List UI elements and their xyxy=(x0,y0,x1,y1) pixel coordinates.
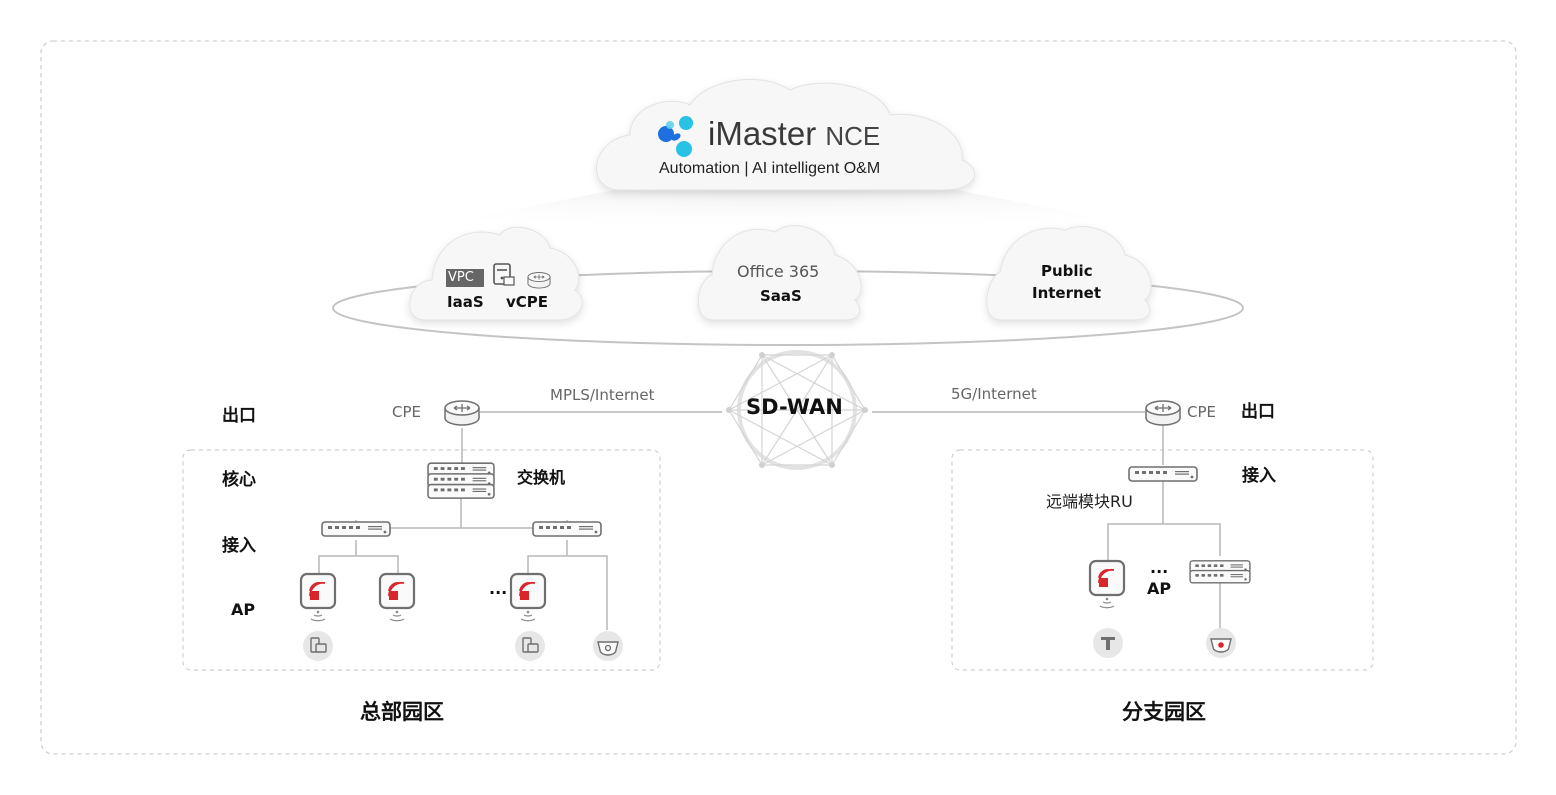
internet-line2: Internet xyxy=(1032,284,1102,302)
hq-ap-2-icon xyxy=(378,572,416,622)
hq-core-switch-icon xyxy=(427,462,495,499)
sdwan-mesh-icon xyxy=(726,350,868,470)
vpc-tag-bg xyxy=(446,269,484,287)
brand-i: i xyxy=(708,115,716,152)
imaster-brand-title: iMaster NCE xyxy=(708,117,880,150)
hq-access-label: 接入 xyxy=(222,536,256,556)
iaas-label: IaaS xyxy=(447,293,484,311)
hq-access-switch-left-icon xyxy=(321,521,391,537)
hq-tablet-1-icon xyxy=(302,630,334,662)
branch-camera-icon xyxy=(1205,627,1237,659)
branch-cpe-label: CPE xyxy=(1187,403,1216,421)
imaster-tagline: Automation | AI intelligent O&M xyxy=(659,160,881,177)
branch-access-label: 接入 xyxy=(1242,466,1276,486)
hq-ap-1-icon xyxy=(299,572,337,622)
hq-core-label: 核心 xyxy=(222,470,256,490)
hq-ap-label: AP xyxy=(231,600,256,619)
saas-cloud xyxy=(698,225,862,321)
imaster-logo-icon xyxy=(658,116,693,157)
branch-egress-label: 出口 xyxy=(1241,402,1275,422)
branch-ap-icon xyxy=(1088,559,1126,609)
branch-ap-label: AP xyxy=(1147,579,1172,598)
hq-links xyxy=(318,428,608,630)
brand-suffix: NCE xyxy=(825,121,881,151)
hq-camera-icon xyxy=(592,630,624,662)
hq-switch-label: 交换机 xyxy=(517,468,566,487)
saas-line1: Office 365 xyxy=(737,262,820,281)
hq-cpe-label: CPE xyxy=(392,403,421,421)
hq-campus-title: 总部园区 xyxy=(360,700,444,724)
branch-links xyxy=(1107,425,1221,630)
branch-ru-label: 远端模块RU xyxy=(1046,492,1133,511)
vcpe-server-icon xyxy=(493,263,515,286)
hq-egress-label: 出口 xyxy=(222,406,256,426)
branch-phone-icon xyxy=(1093,628,1123,658)
sdwan-label: SD-WAN xyxy=(746,395,843,419)
hq-tablet-2-icon xyxy=(514,630,546,662)
hq-ap-3-icon xyxy=(509,572,547,622)
iaas-cloud xyxy=(409,226,583,321)
hq-ellipsis: ··· xyxy=(489,583,508,602)
hq-campus-box xyxy=(182,449,661,671)
internet-cloud xyxy=(986,226,1152,321)
5g-link-label: 5G/Internet xyxy=(951,385,1037,403)
vpc-tag: VPC xyxy=(448,270,474,285)
brand-master: Master xyxy=(715,115,817,152)
branch-cpe-router-icon xyxy=(1145,400,1181,426)
branch-campus-title: 分支园区 xyxy=(1122,700,1206,724)
branch-ru-icon xyxy=(1189,560,1251,584)
mpls-link-label: MPLS/Internet xyxy=(550,386,655,404)
branch-access-switch-icon xyxy=(1128,466,1198,482)
saas-line2: SaaS xyxy=(760,287,802,305)
hq-cpe-router-icon xyxy=(444,400,480,426)
internet-line1: Public xyxy=(1041,262,1093,280)
imaster-cloud xyxy=(596,78,975,191)
branch-ellipsis: ··· xyxy=(1150,562,1169,581)
vcpe-label: vCPE xyxy=(506,293,549,311)
hq-access-switch-right-icon xyxy=(532,521,602,537)
vcpe-router-icon xyxy=(527,271,551,289)
